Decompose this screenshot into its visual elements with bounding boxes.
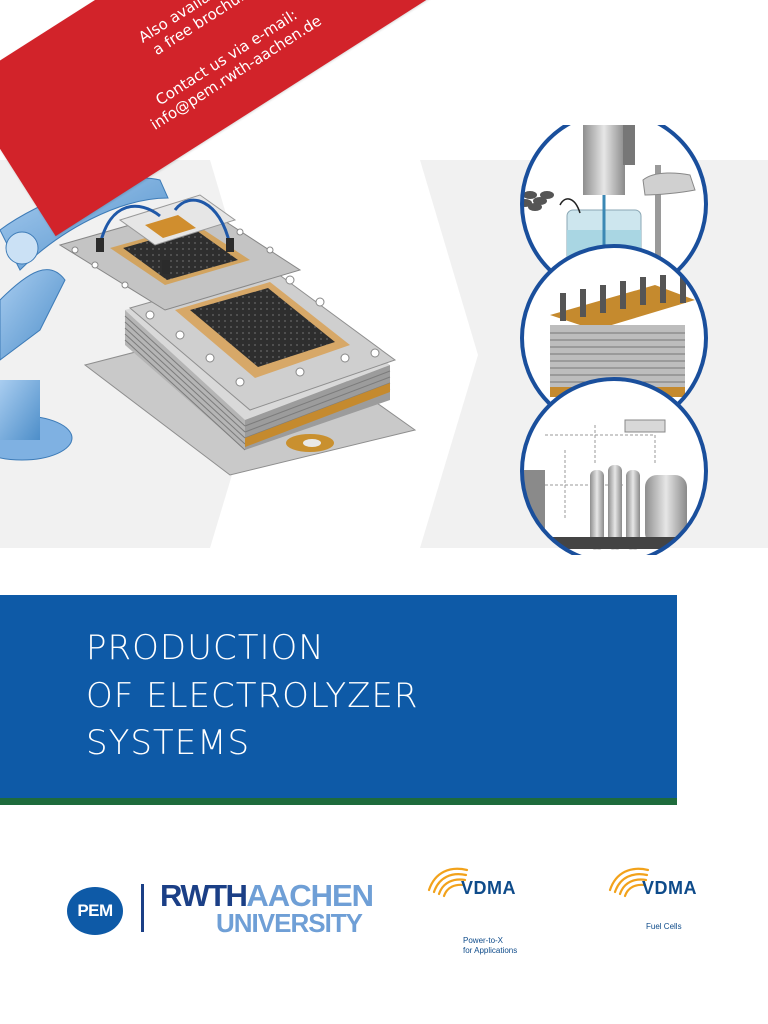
vdma-wordmark: VDMA	[642, 878, 697, 898]
title-banner	[0, 595, 677, 805]
logo-divider	[141, 884, 144, 932]
university-logo-text: UNIVERSITY	[216, 908, 363, 938]
rwth-logo: RWTHAACHEN	[160, 878, 374, 913]
title-line: OF ELECTROLYZER	[86, 676, 419, 716]
title-line: SYSTEMS	[86, 723, 251, 763]
title-line: PRODUCTION	[86, 628, 325, 668]
vdma-wordmark: VDMA	[461, 878, 516, 898]
vdma-swoosh-icon	[608, 867, 650, 898]
vdma-caption-line: for Applications	[463, 946, 518, 955]
vdma-caption-line: Power-to-X	[463, 936, 504, 945]
system-integration-image	[522, 380, 706, 555]
pem-logo: PEM	[67, 887, 123, 935]
aachen-logo-text: AACHEN	[246, 878, 374, 913]
stack-assembly-image	[522, 246, 706, 430]
electrolyzer-stack-assembly-illustration	[0, 177, 417, 476]
vdma-swoosh-icon	[427, 867, 469, 898]
title-banner-stripe	[0, 798, 677, 805]
vdma-caption-line: Fuel Cells	[646, 922, 682, 931]
rwth-logo-text: RWTH	[160, 878, 248, 913]
process-circle-images	[520, 125, 708, 555]
